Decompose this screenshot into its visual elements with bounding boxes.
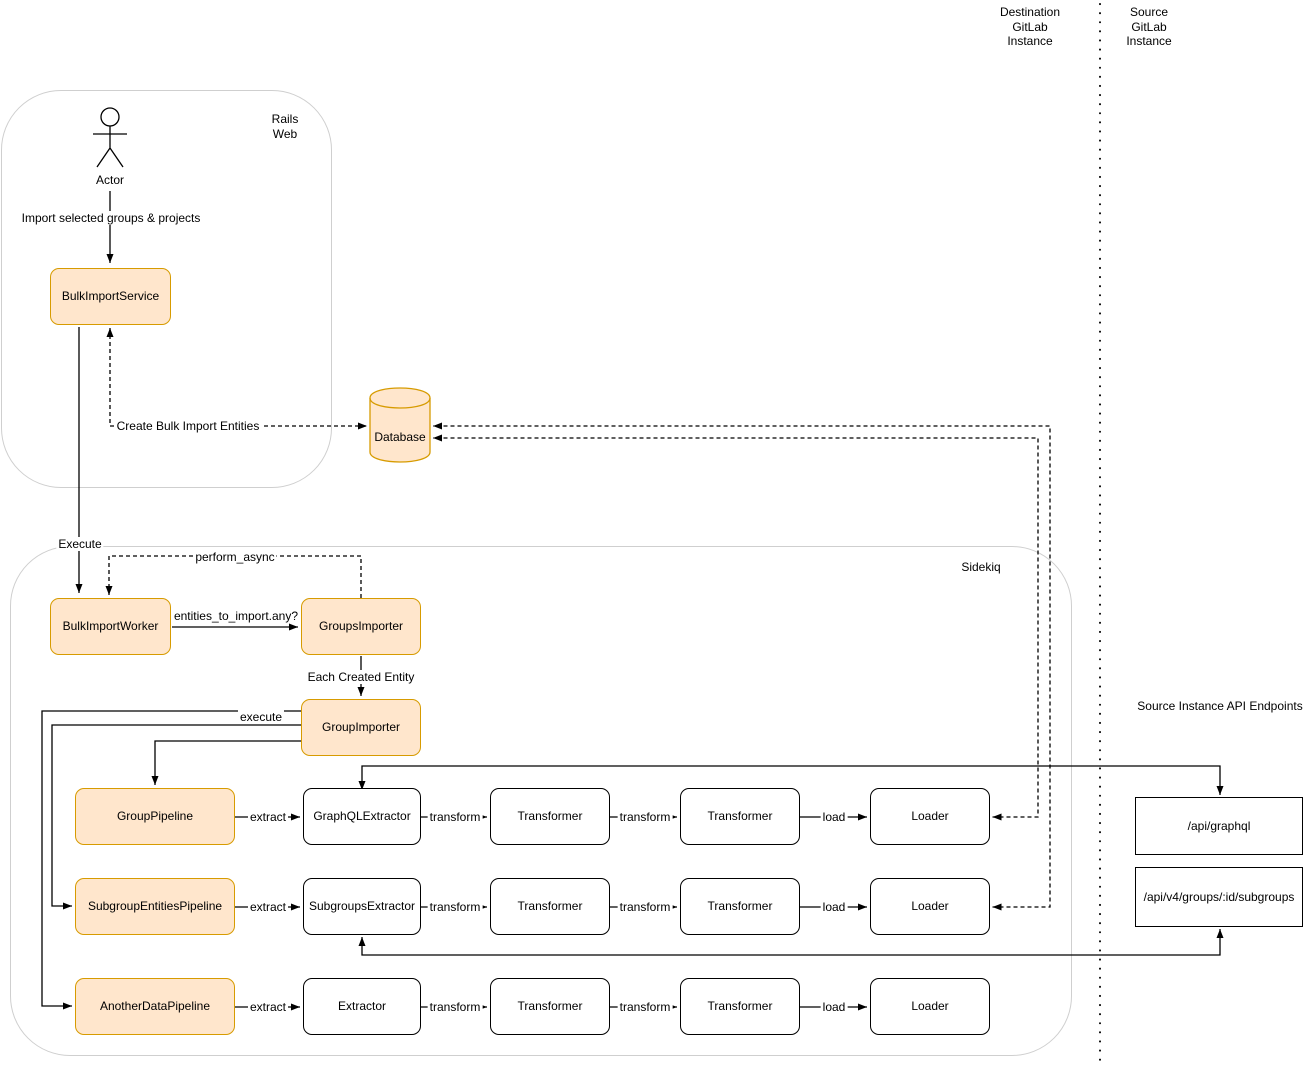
loader-node-row1: Loader — [870, 788, 990, 845]
edge-loader2-database — [433, 422, 1051, 911]
loader-node-row3: Loader — [870, 978, 990, 1035]
subgroupentitiespipeline-node: SubgroupEntitiesPipeline — [75, 878, 235, 935]
import-selected-label: Import selected groups & projects — [19, 211, 203, 225]
grouppipeline-node: GroupPipeline — [75, 788, 235, 845]
edge-execute-anotherdatapipeline — [41, 710, 301, 1010]
rails-web-label: Rails Web — [271, 112, 299, 141]
transformer-node-row3-a: Transformer — [490, 978, 610, 1035]
edge-create-entities — [106, 328, 367, 430]
edge-subgroups-endpoint — [358, 929, 1224, 956]
source-instance-label: Source GitLab Instance — [1126, 5, 1172, 49]
transform-label-row3-a: transform — [427, 1000, 483, 1014]
api-endpoints-title: Source Instance API Endpoints — [1137, 699, 1303, 713]
transform-label-row1-b: transform — [617, 810, 673, 824]
actor-icon — [93, 107, 127, 168]
execute-main-label: Execute — [56, 537, 104, 551]
transformer-node-row2-a: Transformer — [490, 878, 610, 935]
edge-execute-grouppipeline — [151, 740, 301, 785]
transformer-node-row2-b: Transformer — [680, 878, 800, 935]
extract-label-row1: extract — [247, 810, 289, 824]
bulkimportworker-node: BulkImportWorker — [50, 598, 171, 655]
destination-instance-label: Destination GitLab Instance — [999, 5, 1061, 49]
database-cylinder — [369, 387, 431, 463]
execute-pipelines-label: execute — [237, 710, 285, 724]
create-entities-label: Create Bulk Import Entities — [114, 419, 262, 433]
groupimporter-node: GroupImporter — [301, 699, 421, 756]
subgroupsextractor-node: SubgroupsExtractor — [303, 878, 421, 935]
entities-any-label: entities_to_import.any? — [171, 609, 301, 623]
sidekiq-label: Sidekiq — [961, 560, 1001, 574]
extract-label-row3: extract — [247, 1000, 289, 1014]
transformer-node-row1-b: Transformer — [680, 788, 800, 845]
transform-label-row2-a: transform — [427, 900, 483, 914]
loader-node-row2: Loader — [870, 878, 990, 935]
load-label-row1: load — [820, 810, 848, 824]
anotherdatapipeline-node: AnotherDataPipeline — [75, 978, 235, 1035]
extract-label-row2: extract — [247, 900, 289, 914]
groupsimporter-node: GroupsImporter — [301, 598, 421, 655]
api-graphql-node: /api/graphql — [1135, 797, 1303, 855]
transformer-node-row1-a: Transformer — [490, 788, 610, 845]
perform-async-label: perform_async — [193, 550, 277, 564]
transform-label-row3-b: transform — [617, 1000, 673, 1014]
edge-loader1-database — [433, 434, 1039, 821]
each-created-entity-label: Each Created Entity — [305, 670, 417, 684]
edge-execute-subgrouppipeline — [51, 724, 301, 910]
transform-label-row2-b: transform — [617, 900, 673, 914]
api-subgroups-node: /api/v4/groups/:id/subgroups — [1135, 867, 1303, 927]
actor-label: Actor — [95, 173, 124, 187]
load-label-row3: load — [820, 1000, 848, 1014]
bulkimportservice-node: BulkImportService — [50, 268, 171, 325]
rails-web-container — [1, 90, 332, 488]
graphqlextractor-node: GraphQLExtractor — [303, 788, 421, 845]
load-label-row2: load — [820, 900, 848, 914]
database-label: Database — [374, 430, 426, 444]
extractor-node: Extractor — [303, 978, 421, 1035]
transform-label-row1-a: transform — [427, 810, 483, 824]
transformer-node-row3-b: Transformer — [680, 978, 800, 1035]
